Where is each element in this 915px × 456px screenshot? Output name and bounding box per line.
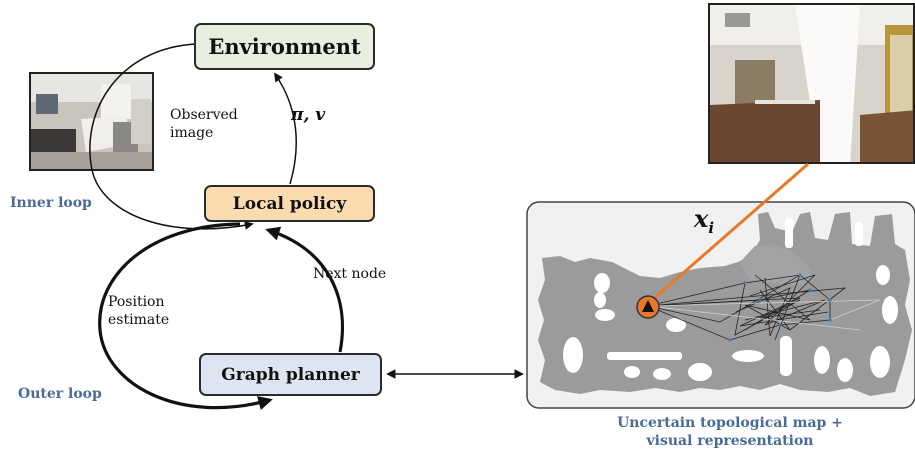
environment-label: Environment	[208, 34, 361, 59]
policy-to-env-arrow	[273, 72, 297, 185]
pi-v-label: π, v	[291, 105, 326, 125]
graph-faint-edges	[647, 299, 881, 331]
x-i-label: xi	[694, 204, 715, 237]
outer-loop-label: Outer loop	[18, 386, 102, 402]
local-policy-label: Local policy	[232, 193, 347, 214]
observed-image-photo	[29, 72, 154, 171]
node-image-photo	[708, 3, 915, 164]
agent-heading-icon	[642, 300, 654, 312]
map-free-space	[563, 218, 898, 382]
position-estimate-label: Position estimate	[108, 294, 170, 328]
inner-loop-arrow	[89, 43, 254, 230]
graph-nodes	[728, 273, 832, 342]
next-node-label: Next node	[313, 266, 387, 282]
environment-node: Environment	[194, 23, 375, 70]
graph-planner-label: Graph planner	[221, 364, 360, 385]
local-policy-node: Local policy	[204, 185, 375, 222]
observed-image-label: Observed image	[170, 107, 238, 141]
map-caption: Uncertain topological map + visual repre…	[617, 415, 843, 449]
node-image-link	[649, 162, 809, 304]
planner-to-policy-arrow	[265, 226, 345, 353]
graph-planner-node: Graph planner	[199, 353, 382, 396]
outer-loop-arrow	[98, 222, 273, 411]
inner-loop-label: Inner loop	[10, 195, 92, 211]
